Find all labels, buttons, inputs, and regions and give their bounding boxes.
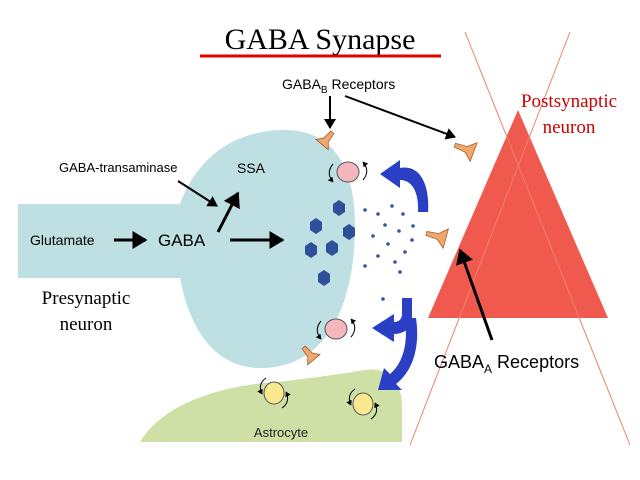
astrocyte-transporter <box>346 388 380 420</box>
reuptake-arrow-top <box>380 160 429 212</box>
postsynaptic-label-line1: Postsynaptic <box>521 91 617 112</box>
released-gaba-molecules <box>363 204 415 301</box>
gaba-vesicle <box>305 242 317 258</box>
gaba-transaminase-label: GABA-transaminase <box>59 160 178 175</box>
gaba-transporter <box>327 161 369 183</box>
gaba-vesicle <box>343 224 355 240</box>
gaba-vesicles <box>305 200 355 286</box>
gaba-b-arrow <box>344 95 456 140</box>
presynaptic-label-line2: neuron <box>60 314 113 335</box>
gaba-molecule <box>403 250 407 254</box>
gaba-molecule <box>363 208 367 212</box>
gaba-molecule <box>383 223 387 227</box>
diagram-title: GABA Synapse <box>225 23 416 56</box>
gaba-molecule <box>371 234 375 238</box>
gaba-molecule <box>410 238 414 242</box>
gaba-b-receptor <box>453 141 478 163</box>
postsynaptic-line <box>409 31 571 446</box>
postsynaptic-line <box>464 31 631 446</box>
presynaptic-label-line1: Presynaptic <box>42 288 131 309</box>
presynaptic-receptor <box>301 345 321 366</box>
gaba-vesicle <box>310 218 322 234</box>
gaba-a-receptor <box>425 228 449 250</box>
gaba-molecule <box>386 242 390 246</box>
gaba-vesicle <box>318 270 330 286</box>
gaba-molecule <box>363 264 367 268</box>
gaba-b-receptor <box>315 130 335 151</box>
gaba-molecule <box>398 270 402 274</box>
astrocyte-transporter <box>257 377 291 409</box>
glutamate-label: Glutamate <box>30 232 95 248</box>
gaba-a-receptors-label: GABAA Receptors <box>434 352 579 376</box>
transaminase-arrow <box>177 180 218 207</box>
gaba-molecule <box>393 260 397 264</box>
reuptake-arrow-astrocyte <box>378 318 418 390</box>
reuptake-arrow-bottom <box>372 298 412 342</box>
gaba-b-receptors-label: GABAB Receptors <box>282 76 395 96</box>
gaba-vesicle <box>333 200 345 216</box>
gaba-molecule <box>376 254 380 258</box>
gaba-molecule <box>381 297 385 301</box>
gaba-molecule <box>376 212 380 216</box>
gaba-molecule <box>390 204 394 208</box>
gaba-molecule <box>397 229 401 233</box>
postsynaptic-neuron <box>428 110 608 318</box>
gaba-to-ssa-arrow <box>216 191 240 233</box>
gaba-molecule <box>401 212 405 216</box>
gaba-transporter <box>315 318 357 340</box>
astrocyte-label: Astrocyte <box>254 425 308 440</box>
gaba-a-arrow <box>456 248 494 341</box>
postsynaptic-label-line2: neuron <box>543 117 596 138</box>
gaba-vesicle <box>326 240 338 256</box>
presynaptic-neuron <box>18 130 355 369</box>
gaba-molecule <box>411 224 415 228</box>
astrocyte-cell <box>140 369 402 442</box>
gaba-label: GABA <box>158 231 206 250</box>
ssa-label: SSA <box>237 160 266 176</box>
